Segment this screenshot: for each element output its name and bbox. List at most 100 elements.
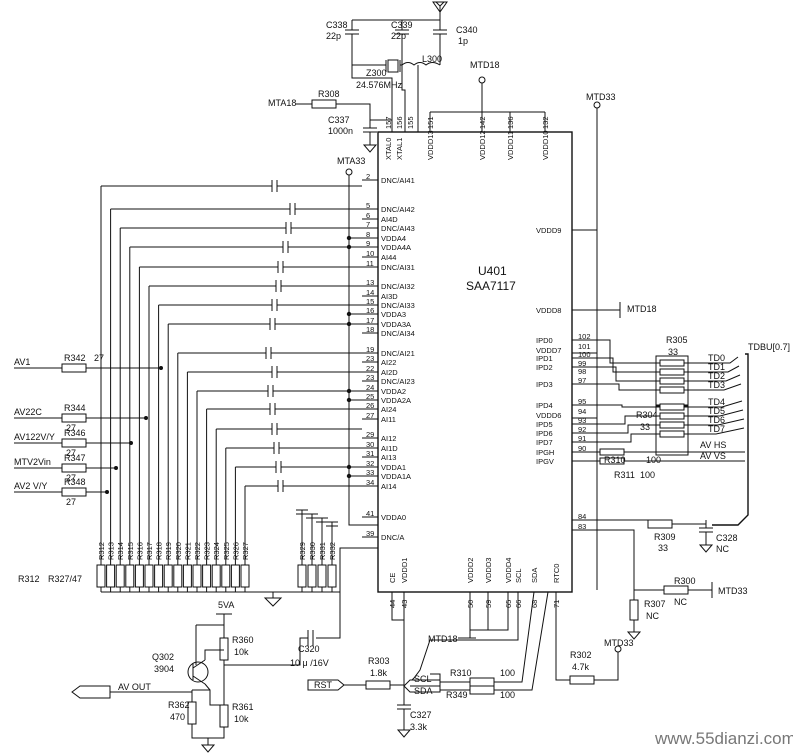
right-pin-num-15: 84 [578, 512, 586, 521]
top-pin-name-3: VDDD13 [426, 130, 435, 160]
r361-value: 10k [234, 714, 249, 724]
r308-label: R308 [318, 89, 340, 99]
r300-label: R300 [674, 576, 696, 586]
left-pin-num-16: 22 [366, 364, 374, 373]
bottom-section: 5VA R360 10k C320 10 μ /16V Q302 3904 R3… [71, 547, 793, 753]
left-pin-name-6: AI44 [381, 253, 396, 262]
bottom-pin-name-7: RTC0 [552, 564, 561, 583]
r303-label: R303 [368, 656, 390, 666]
small-resistor-label-2: R331 [318, 542, 327, 560]
input-net-4: AV2 V/Y [14, 481, 47, 491]
bank-resistor-3 [125, 564, 135, 588]
left-pin-name-29: DNC/A [381, 533, 404, 542]
rst-label: RST [314, 680, 333, 690]
z300-label: Z300 [366, 68, 387, 78]
right-pin-num-9: 94 [578, 407, 586, 416]
left-pin-name-16: AI2D [381, 368, 398, 377]
input-resistor-label-2: R346 [64, 428, 86, 438]
td-net-label-4: TD4 [708, 397, 725, 407]
c328-label: C328 [716, 533, 738, 543]
tdbu-bus-label: TDBU[0.7] [748, 342, 790, 352]
left-pin-num-17: 23 [366, 373, 374, 382]
right-pin-num-7: 97 [578, 376, 586, 385]
left-pin-name-13: DNC/AI34 [381, 329, 415, 338]
c337-value: 1000n [328, 126, 353, 136]
left-pin-num-11: 16 [366, 306, 374, 315]
c339-label: C339 [391, 20, 413, 30]
left-pin-num-25: 32 [366, 459, 374, 468]
z300-value: 24.576MHz [356, 80, 403, 90]
chip-name: U401 [478, 264, 507, 278]
left-pin-num-24: 31 [366, 449, 374, 458]
left-pin-name-18: VDDA2 [381, 387, 406, 396]
td-net-label-5: TD5 [708, 406, 725, 416]
bank-resistor-label-9: R321 [183, 542, 192, 560]
right-pin-num-16: 83 [578, 522, 586, 531]
r305-value: 33 [668, 347, 678, 357]
bank-resistor-label-0: R312 [97, 542, 106, 560]
td-resistor-7 [659, 430, 685, 438]
bank-resistor-label-14: R326 [231, 542, 240, 560]
bottom-pin-name-2: VDDD2 [466, 558, 475, 583]
bank-resistor-label-4: R316 [135, 542, 144, 560]
input-resistor-label-4: R348 [64, 477, 86, 487]
right-pin-num-10: 93 [578, 416, 586, 425]
r310-right-label: R310 [604, 455, 626, 465]
left-pin-name-7: DNC/AI31 [381, 263, 415, 272]
bank-note-left: R312 [18, 574, 40, 584]
td-net-label-9: AV VS [700, 451, 726, 461]
small-resistor-label-0: R329 [298, 542, 307, 560]
small-resistor-0 [297, 564, 307, 588]
td-net-label-0: TD0 [708, 353, 725, 363]
bank-resistor-8 [173, 564, 183, 588]
bank-resistor-4 [134, 564, 144, 588]
right-pin-num-11: 92 [578, 425, 586, 434]
r310-right-value: 100 [646, 455, 661, 465]
bottom-pin-name-4: VDDD4 [504, 558, 513, 583]
input-net-1: AV22C [14, 407, 42, 417]
bottom-pin-name-0: CE [388, 573, 397, 583]
left-pin-name-17: DNC/AI23 [381, 377, 415, 386]
td-resistor-5 [659, 412, 685, 420]
c327-label: C327 [410, 710, 432, 720]
td-resistor-6 [659, 421, 685, 429]
right-pin-name-11: IPD6 [536, 429, 553, 438]
mtd33-bottom-label: MTD33 [604, 638, 634, 648]
small-resistor-2 [317, 564, 327, 588]
r309-value: 33 [658, 543, 668, 553]
right-pin-num-13: 90 [578, 444, 586, 453]
r304-label: R304 [636, 410, 658, 420]
top-pin-name-6: VDDD10 [541, 130, 550, 160]
right-pin-num-12: 91 [578, 434, 586, 443]
bottom-pin-num-6: 68 [530, 600, 539, 608]
left-pin-name-8: DNC/AI32 [381, 282, 415, 291]
left-pin-num-14: 19 [366, 345, 374, 354]
input-resistor-value-2: 27 [66, 448, 76, 458]
right-pin-num-3: 101 [578, 342, 591, 351]
bank-resistor-label-12: R324 [212, 542, 221, 560]
q302-label: Q302 [152, 652, 174, 662]
r311-label: R311 [614, 470, 635, 480]
r310-bottom-value: 100 [500, 668, 515, 678]
input-resistor-4 [61, 487, 87, 497]
left-pin-num-1: 5 [366, 201, 370, 210]
left-pin-name-24: AI13 [381, 453, 396, 462]
mtd33-top-label: MTD33 [586, 92, 616, 102]
td-resistor-1 [659, 368, 685, 376]
td-net-label-7: TD7 [708, 424, 725, 434]
left-pin-num-4: 8 [366, 230, 370, 239]
mtd18-right-label: MTD18 [627, 304, 657, 314]
top-pin-num-2: 155 [406, 116, 415, 129]
left-pin-num-9: 14 [366, 288, 374, 297]
bank-resistor-label-2: R314 [116, 542, 125, 560]
sync-resistor-9 [599, 457, 625, 465]
c340-label: C340 [456, 25, 478, 35]
r303-value: 1.8k [370, 668, 388, 678]
input-net-2: AV122V/Y [14, 432, 55, 442]
mtd18-top-label: MTD18 [470, 60, 500, 70]
left-pin-name-21: AI11 [381, 415, 396, 424]
bank-resistor-1 [106, 564, 116, 588]
left-pin-name-10: DNC/AI33 [381, 301, 415, 310]
